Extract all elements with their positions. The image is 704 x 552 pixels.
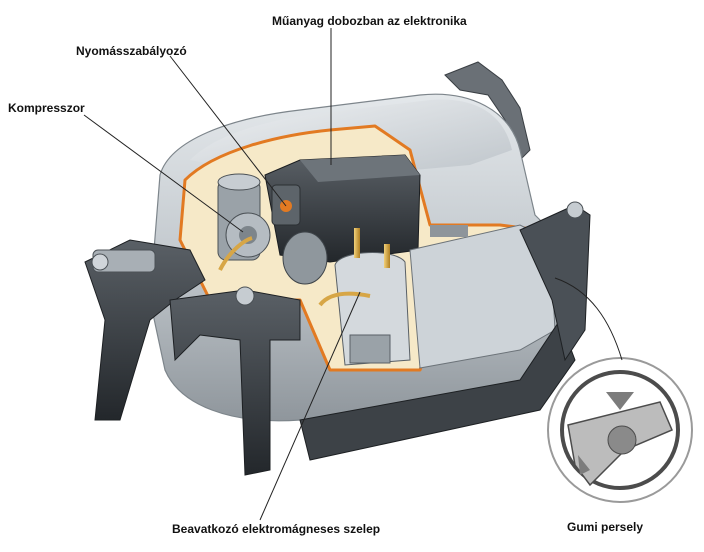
leader-valve — [259, 291, 361, 521]
rear-mount-bracket — [444, 61, 531, 161]
leader-compressor — [83, 114, 244, 233]
solenoid-valve-part — [218, 228, 411, 366]
label-compressor: Kompresszor — [8, 101, 85, 115]
label-pressure-regulator: Nyomásszabályozó — [76, 44, 187, 58]
leader-regulator — [169, 55, 287, 207]
leader-bushing — [554, 277, 623, 361]
pressure-regulator-part — [271, 184, 301, 226]
label-solenoid-valve: Beavatkozó elektromágneses szelep — [172, 522, 381, 536]
label-rubber-bushing: Gumi persely — [567, 520, 644, 534]
leader-lines — [83, 28, 623, 521]
valve-housing-right — [409, 224, 556, 369]
rubber-bushing-detail — [547, 357, 693, 503]
lower-frame — [169, 201, 591, 476]
left-mount-bracket — [84, 239, 206, 421]
label-electronics-box: Műanyag dobozban az elektronika — [272, 14, 467, 28]
